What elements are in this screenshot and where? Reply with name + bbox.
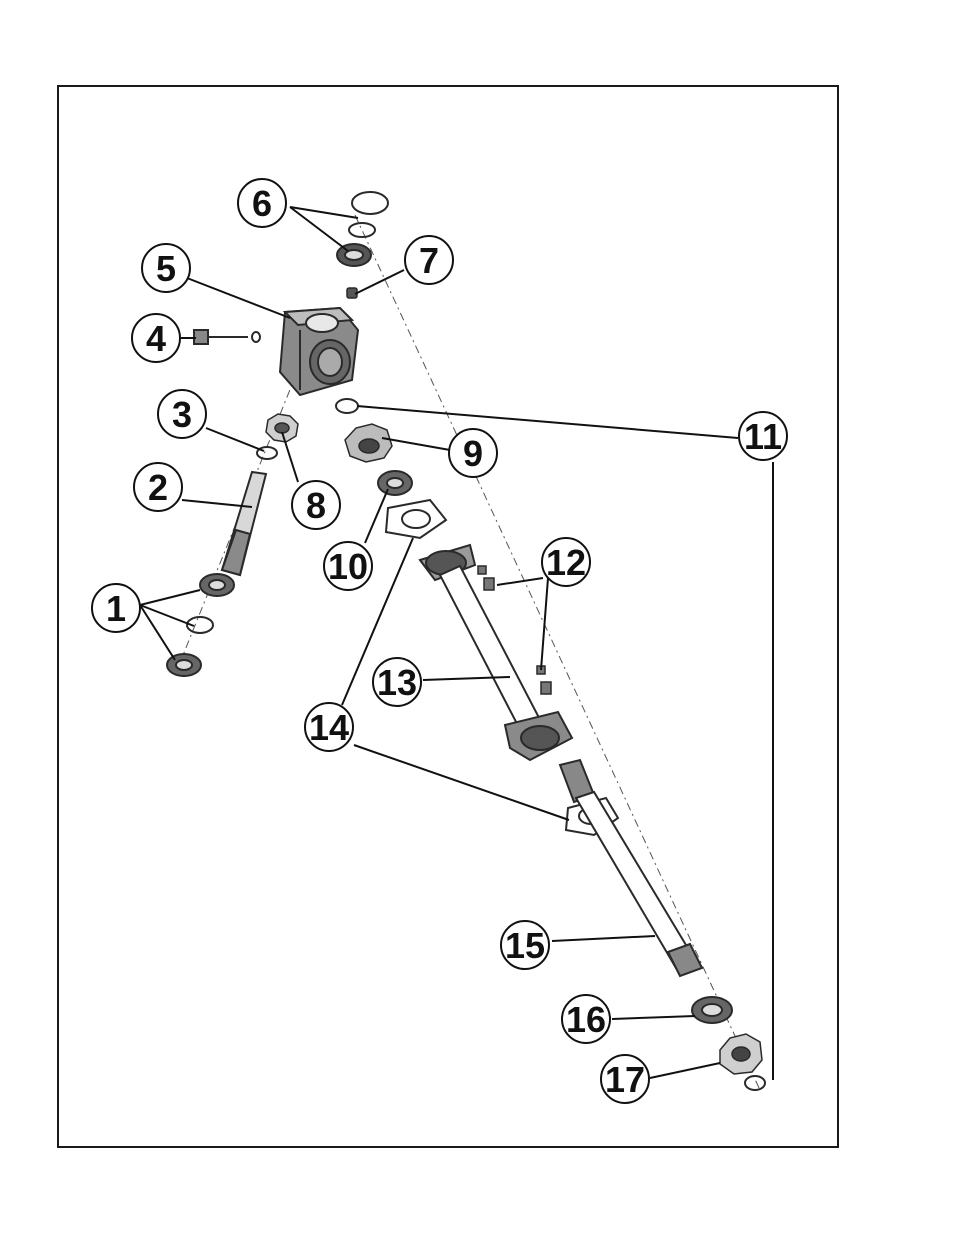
- svg-text:8: 8: [306, 485, 326, 526]
- callout-5: 5: [142, 244, 190, 292]
- part-6-cap-ring-bearing: [337, 192, 388, 266]
- callout-15: 15: [501, 921, 549, 969]
- part-17-sprocket: [720, 1034, 762, 1074]
- callout-6: 6: [238, 179, 286, 227]
- svg-text:11: 11: [744, 416, 782, 457]
- svg-text:13: 13: [377, 662, 417, 703]
- svg-text:5: 5: [156, 248, 176, 289]
- part-10-bearing: [378, 471, 412, 495]
- svg-text:2: 2: [148, 467, 168, 508]
- svg-text:7: 7: [419, 240, 439, 281]
- svg-text:9: 9: [463, 433, 483, 474]
- callout-8: 8: [292, 481, 340, 529]
- part-2-input-shaft: [222, 472, 266, 575]
- part-5-gearbox-housing: [280, 308, 358, 395]
- svg-text:10: 10: [328, 546, 368, 587]
- callout-17: 17: [601, 1055, 649, 1103]
- callout-9: 9: [449, 429, 497, 477]
- callout-13: 13: [373, 658, 421, 706]
- callout-4: 4: [132, 314, 180, 362]
- callout-2: 2: [134, 463, 182, 511]
- part-15-output-shaft: [560, 760, 702, 976]
- part-8-pinion-gear: [266, 414, 298, 442]
- part-1-bearing-ring-seal: [167, 574, 234, 676]
- svg-text:16: 16: [566, 999, 606, 1040]
- svg-text:15: 15: [505, 925, 545, 966]
- part-16-bearing: [692, 997, 732, 1023]
- callout-16: 16: [562, 995, 610, 1043]
- svg-text:14: 14: [309, 707, 349, 748]
- part-14-gasket-upper: [386, 500, 446, 538]
- callout-10: 10: [324, 542, 372, 590]
- svg-text:6: 6: [252, 183, 272, 224]
- callout-12: 12: [542, 538, 590, 586]
- callout-14: 14: [305, 703, 353, 751]
- part-9-bevel-gear: [345, 424, 392, 462]
- part-4-breather: [194, 330, 260, 344]
- callout-1: 1: [92, 584, 140, 632]
- svg-text:17: 17: [605, 1059, 645, 1100]
- svg-text:1: 1: [106, 588, 126, 629]
- callout-7: 7: [405, 236, 453, 284]
- svg-text:12: 12: [546, 542, 586, 583]
- callout-3: 3: [158, 390, 206, 438]
- callout-11: 11: [739, 412, 787, 460]
- svg-text:3: 3: [172, 394, 192, 435]
- svg-text:4: 4: [146, 318, 166, 359]
